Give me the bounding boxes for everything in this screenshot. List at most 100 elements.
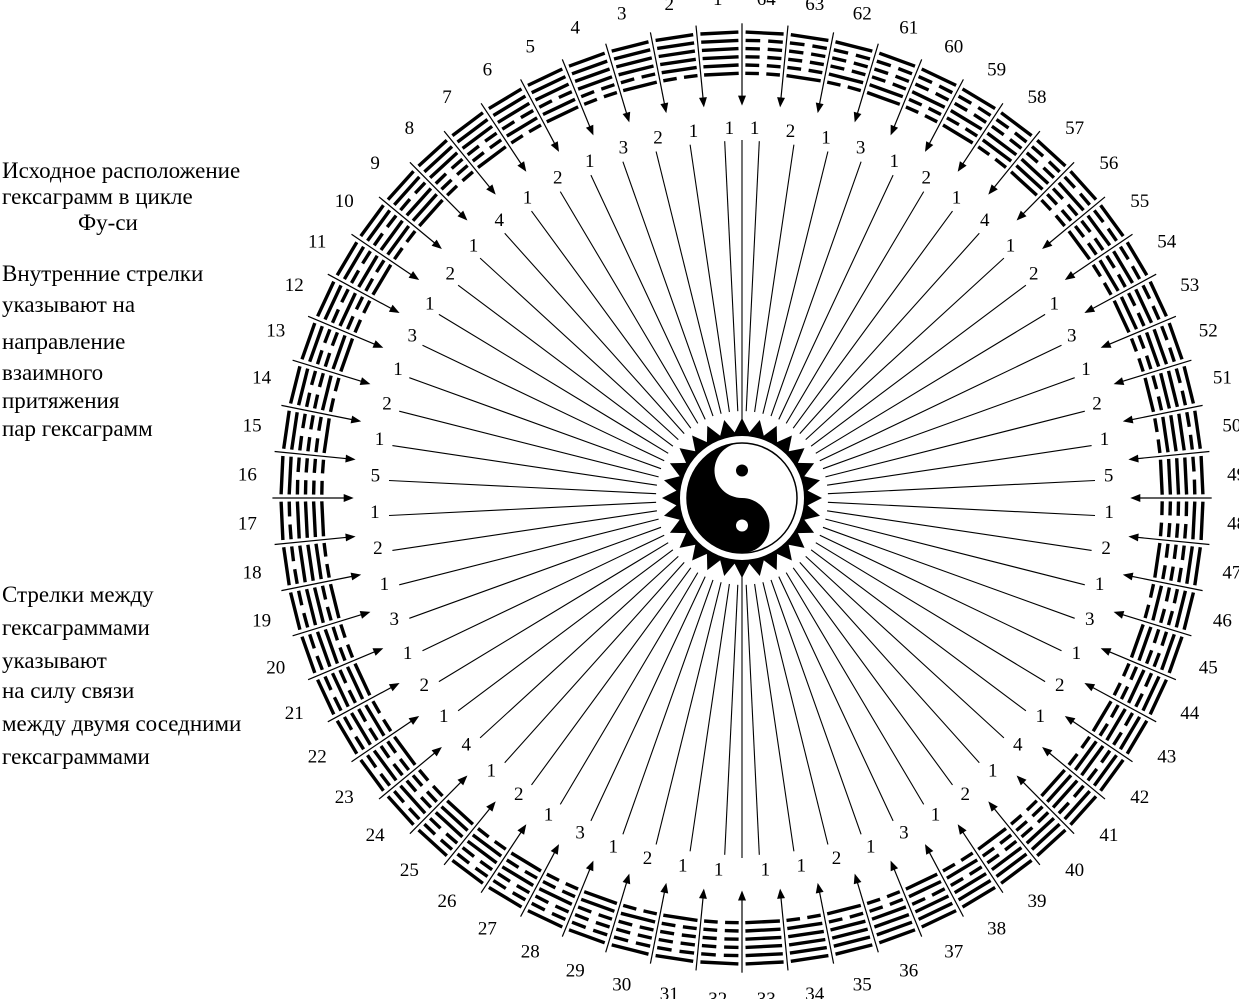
spoke: [785, 191, 925, 424]
hexagram-57: [1009, 138, 1067, 197]
link-arrow: [779, 890, 789, 971]
spoke: [559, 572, 699, 805]
hexagram-5: [527, 67, 579, 124]
hexagram-number: 5: [526, 37, 536, 58]
link-arrow: [890, 862, 923, 937]
link-arrow: [649, 885, 667, 964]
link-arrow: [649, 32, 667, 111]
hexagram-51: [1143, 365, 1196, 413]
hexagram-number-labels: 1234567891011121314151617181920212223242…: [238, 0, 1239, 999]
spoke: [504, 562, 685, 764]
link-strength: 1: [1006, 236, 1016, 257]
link-arrow: [561, 59, 594, 134]
hexagram-63: [786, 33, 829, 83]
spoke: [805, 555, 1005, 739]
link-arrow: [1086, 273, 1157, 313]
link-strength: 1: [678, 855, 688, 876]
link-arrow: [1102, 648, 1177, 681]
link-arrow: [378, 196, 441, 248]
spoke: [479, 555, 679, 739]
link-strength: 2: [514, 784, 524, 805]
link-arrow: [1130, 450, 1210, 460]
title-line-3: Фу-си: [78, 210, 138, 235]
spoke: [504, 232, 685, 434]
link-arrow: [605, 43, 630, 121]
hexagram-number: 55: [1130, 191, 1149, 212]
hexagram-9: [386, 170, 444, 228]
link-strength: 1: [469, 236, 479, 257]
hexagram-number: 13: [266, 320, 285, 341]
link-arrow: [274, 536, 354, 546]
hexagram-14: [288, 365, 341, 413]
link-strength: 1: [370, 502, 380, 523]
link-strength: 1: [608, 837, 618, 858]
spoke: [392, 510, 657, 551]
link-arrow: [281, 574, 360, 592]
hexagram-number: 11: [308, 232, 326, 253]
hexagram-number: 3: [617, 4, 627, 25]
link-strength: 1: [952, 188, 962, 209]
spoke: [810, 549, 1027, 712]
link-arrow: [817, 885, 835, 964]
link-arrow: [695, 890, 705, 971]
hexagram-number: 49: [1227, 464, 1239, 485]
hexagram-13: [300, 322, 355, 373]
inner-arrows-line-6: пар гексаграмм: [2, 416, 153, 441]
hexagram-43: [1091, 700, 1149, 755]
link-strength: 1: [544, 805, 554, 826]
link-strength: 2: [653, 128, 663, 149]
spoke: [622, 161, 714, 417]
link-strength: 5: [371, 465, 381, 486]
link-arrow: [351, 233, 418, 280]
inner-arrows-line-2: указывают на: [2, 292, 136, 317]
link-arrow: [817, 32, 835, 111]
hexagram-number: 27: [478, 918, 497, 939]
link-arrow: [1066, 716, 1133, 763]
hexagram-number: 59: [987, 60, 1006, 81]
hexagram-number: 6: [483, 60, 493, 81]
hexagram-number: 61: [899, 18, 918, 39]
spoke: [622, 579, 714, 835]
hexagram-number: 8: [405, 118, 415, 139]
link-arrow: [1130, 536, 1210, 546]
hexagram-number: 44: [1180, 703, 1200, 724]
link-strength: 1: [439, 706, 449, 727]
between-arrows-line-2: гексаграммами: [2, 615, 150, 640]
between-arrows-line-6: гексаграммами: [2, 744, 150, 769]
hexagram-number: 2: [665, 0, 675, 15]
link-strength: 1: [689, 121, 699, 142]
between-arrows-line-4: на силу связи: [2, 678, 135, 703]
link-strength: 4: [495, 210, 505, 231]
hexagram-number: 23: [335, 787, 354, 808]
hexagram-35: [826, 903, 873, 956]
title-line-2: гексаграмм в цикле: [2, 184, 193, 209]
hexagram-number: 39: [1028, 891, 1047, 912]
link-strength: 2: [1101, 538, 1111, 559]
hexagram-16: [279, 455, 326, 495]
hexagram-number: 57: [1065, 118, 1084, 139]
link-arrow: [989, 130, 1041, 194]
spoke: [825, 410, 1085, 478]
hexagram-number: 56: [1099, 153, 1118, 174]
hexagram-26: [451, 827, 507, 885]
link-strength: 2: [1092, 394, 1102, 415]
hexagram-number: 51: [1213, 367, 1232, 388]
hexagram-58: [977, 111, 1033, 169]
hexagram-number: 42: [1130, 787, 1149, 808]
hexagram-number: 48: [1227, 514, 1239, 535]
hexagram-21: [316, 662, 372, 716]
hexagram-number: 30: [612, 975, 631, 996]
spoke: [799, 232, 980, 434]
link-strength: 2: [1055, 675, 1065, 696]
link-arrow: [480, 102, 526, 171]
link-strength: 1: [725, 118, 735, 139]
hexagram-61: [866, 51, 916, 106]
link-strength: 1: [821, 128, 831, 149]
inner-arrows-line-1: Внутренние стрелки: [2, 261, 204, 286]
hexagram-48: [1158, 501, 1205, 541]
spoke: [392, 445, 657, 486]
hexagram-47: [1153, 542, 1202, 586]
hexagram-number: 14: [252, 367, 272, 388]
